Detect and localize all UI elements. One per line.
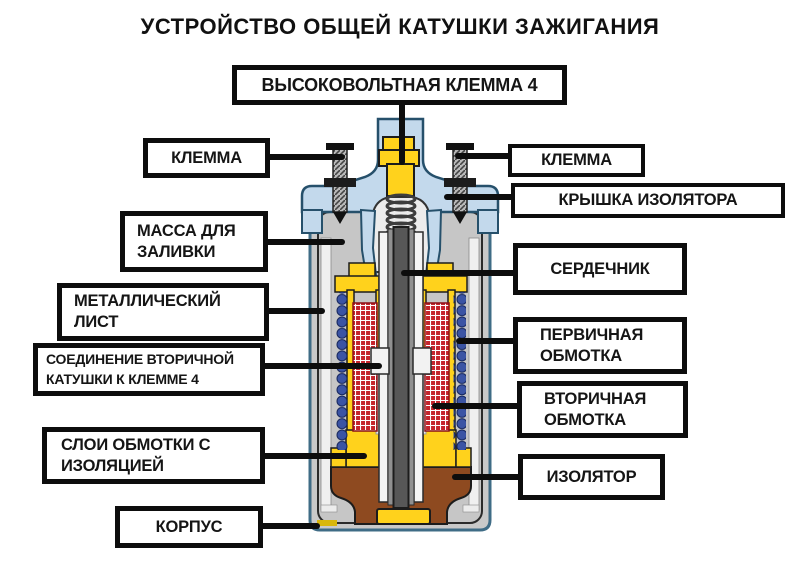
secondary-connection-tab-left bbox=[370, 347, 390, 375]
metal-sheet-shape bbox=[320, 237, 480, 513]
label-terminal-right: КЛЕММА bbox=[508, 144, 645, 177]
bottom-pad-shape bbox=[376, 508, 431, 525]
label-insulator: ИЗОЛЯТОР bbox=[518, 454, 665, 500]
label-terminal-left: КЛЕММА bbox=[143, 138, 270, 178]
label-secondary-connection: СОЕДИНЕНИЕ ВТОРИЧНОЙ КАТУШКИ К КЛЕММЕ 4 bbox=[33, 343, 265, 396]
label-core: СЕРДЕЧНИК bbox=[513, 243, 687, 295]
label-filling-mass: МАССА ДЛЯ ЗАЛИВКИ bbox=[120, 211, 268, 272]
case-seal-shape bbox=[317, 520, 337, 526]
label-metal-sheet: МЕТАЛЛИЧЕСКИЙ ЛИСТ bbox=[57, 283, 269, 341]
leader-lines bbox=[260, 102, 523, 529]
primary-winding-left bbox=[336, 292, 349, 450]
bobbin-right bbox=[419, 262, 472, 468]
label-insulator-cap: КРЫШКА ИЗОЛЯТОРА bbox=[511, 183, 785, 218]
label-body-case: КОРПУС bbox=[115, 506, 263, 548]
label-winding-layers: СЛОИ ОБМОТКИ С ИЗОЛЯЦИЕЙ bbox=[42, 427, 265, 484]
label-high-voltage-terminal: ВЫСОКОВОЛЬТНАЯ КЛЕММА 4 bbox=[232, 65, 567, 105]
page-title: УСТРОЙСТВО ОБЩЕЙ КАТУШКИ ЗАЖИГАНИЯ bbox=[140, 14, 660, 39]
secondary-connection-tab-right bbox=[412, 347, 432, 375]
label-primary-winding: ПЕРВИЧНАЯ ОБМОТКА bbox=[513, 317, 687, 374]
label-secondary-winding: ВТОРИЧНАЯ ОБМОТКА bbox=[517, 381, 688, 438]
primary-winding-right bbox=[453, 292, 466, 450]
terminal-bolt-left bbox=[324, 143, 356, 224]
